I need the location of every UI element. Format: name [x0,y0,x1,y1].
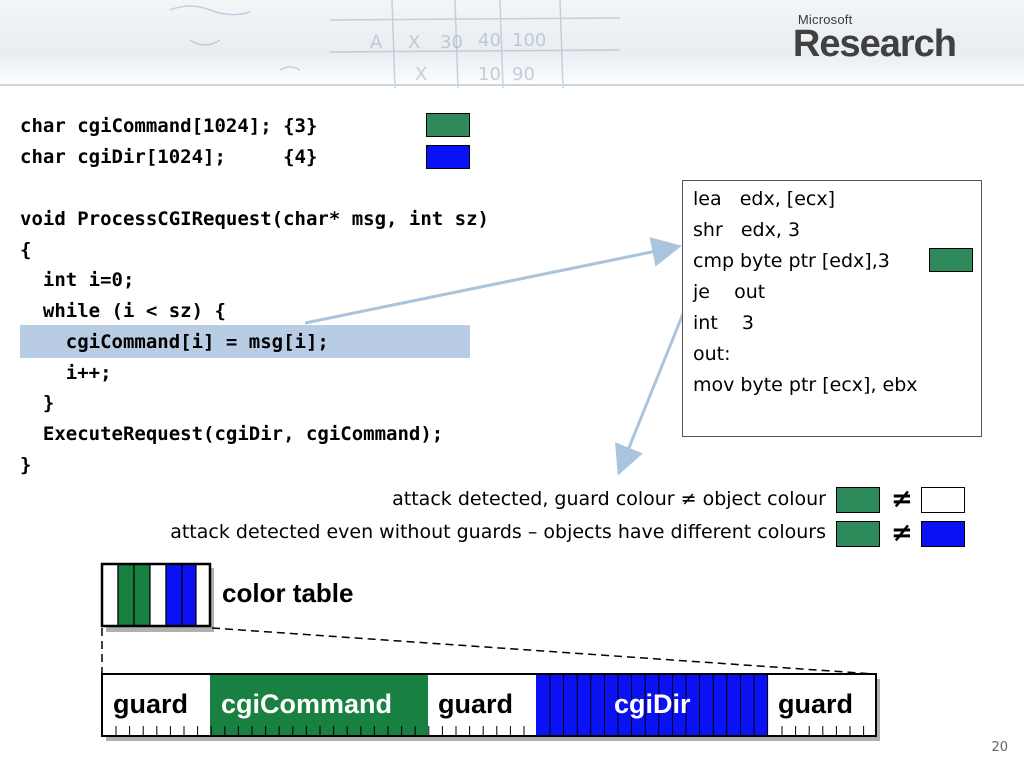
svg-text:X: X [408,32,420,53]
page-number: 20 [991,740,1008,755]
svg-text:90: 90 [512,64,535,85]
brand-big: Research [792,23,957,65]
message-guard-mismatch: attack detected, guard colour ≠ object c… [392,488,826,510]
highlighted-line-background [20,325,470,358]
message2-green-chip [836,521,880,547]
segment-guard-1: guard [113,689,189,719]
code-line-10: ExecuteRequest(cgiDir, cgiCommand); [20,423,444,445]
color-table-label: color table [222,578,354,608]
code-line-4: { [20,239,32,261]
code-line-6: while (i < sz) { [20,300,226,322]
svg-text:40: 40 [478,30,501,51]
not-equal-icon-2: ≠ [891,518,913,548]
header-background [0,0,1024,88]
segment-cgicommand: cgiCommand [221,689,393,719]
asm-line-5: int 3 [693,312,755,334]
asm-line-3: cmp byte ptr [edx],3 [693,250,890,272]
code-line-8: i++; [20,362,112,384]
svg-text:10: 10 [478,64,501,85]
segment-guard-2: guard [438,689,514,719]
brand-logo: Microsoft Research [792,12,957,65]
green-colour-chip [426,113,470,137]
asm-line-7: mov byte ptr [ecx], ebx [693,374,918,396]
asm-line-6: out: [693,343,731,365]
assembly-box [682,180,982,437]
color-table-mini [100,562,212,628]
code-line-3: void ProcessCGIRequest(char* msg, int sz… [20,208,489,230]
whiteboard-sketch-icon: A X 30 40 100 X 10 90 [169,0,621,88]
svg-text:100: 100 [512,30,546,51]
svg-text:30: 30 [440,32,463,53]
asm-green-chip [929,248,973,272]
brand-small: Microsoft [797,12,853,27]
code-line-11: } [20,454,32,476]
code-line-9: } [20,392,55,414]
zoom-lines [101,627,875,675]
code-line-1: char cgiCommand[1024]; {3} [20,115,318,137]
not-equal-icon-1: ≠ [891,484,913,514]
svg-text:X: X [415,64,427,85]
header-divider [0,84,1024,86]
segment-guard-3: guard [778,689,854,719]
message-different-colours: attack detected even without guards – ob… [170,521,826,543]
blue-colour-chip [426,145,470,169]
code-line-2: char cgiDir[1024]; {4} [20,146,318,168]
message1-green-chip [836,487,880,513]
asm-line-1: lea edx, [ecx] [693,188,836,210]
asm-line-2: shr edx, 3 [693,219,801,241]
slide-header: A X 30 40 100 X 10 90 Microsoft Research [0,0,1024,88]
code-line-5: int i=0; [20,269,135,291]
asm-line-4: je out [693,281,766,303]
segment-cgidir: cgiDir [614,689,691,719]
svg-text:A: A [370,32,383,53]
code-line-7: cgiCommand[i] = msg[i]; [20,331,329,353]
message2-blue-chip [921,521,965,547]
memory-strip [101,673,877,737]
message1-white-chip [921,487,965,513]
arrow-to-asm [304,237,682,325]
